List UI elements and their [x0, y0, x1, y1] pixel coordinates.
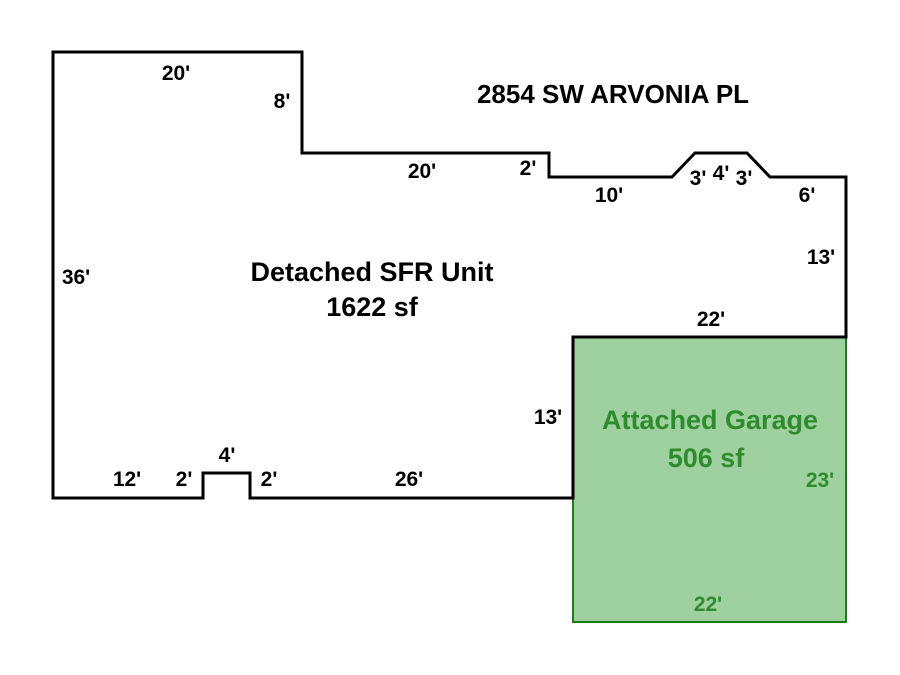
dim-notch-top: 4': [219, 444, 236, 467]
address-label: 2854 SW ARVONIA PL: [477, 79, 749, 109]
dim-left-side: 36': [62, 266, 90, 289]
house-outline: [51, 50, 848, 500]
dim-garage-left: 13': [534, 406, 562, 429]
dim-bottom-left: 12': [113, 468, 141, 491]
dim-garage-bottom: 22': [694, 593, 722, 616]
dim-bottom-middle: 26': [395, 468, 423, 491]
dim-bay-right: 3': [736, 167, 753, 190]
garage-name-label: Attached Garage: [602, 405, 818, 435]
dim-right-side: 13': [807, 246, 835, 269]
dim-small-step: 2': [520, 157, 537, 180]
house-area-label: 1622 sf: [326, 292, 419, 322]
dim-notch-left: 2': [176, 468, 193, 491]
dim-bay-left: 3': [690, 167, 707, 190]
dim-upper-middle: 20': [408, 160, 436, 183]
house-name-label: Detached SFR Unit: [250, 257, 493, 287]
dim-top-left: 20': [162, 62, 190, 85]
garage-footprint: [572, 336, 847, 623]
dim-top-right: 6': [799, 184, 816, 207]
dim-bay-top: 4': [713, 162, 730, 185]
dim-step-down: 8': [274, 90, 291, 113]
dim-middle: 10': [595, 184, 623, 207]
dim-notch-right: 2': [261, 468, 278, 491]
garage-area-label: 506 sf: [668, 443, 746, 473]
dim-garage-right: 23': [806, 469, 834, 492]
dim-garage-top: 22': [697, 308, 725, 331]
